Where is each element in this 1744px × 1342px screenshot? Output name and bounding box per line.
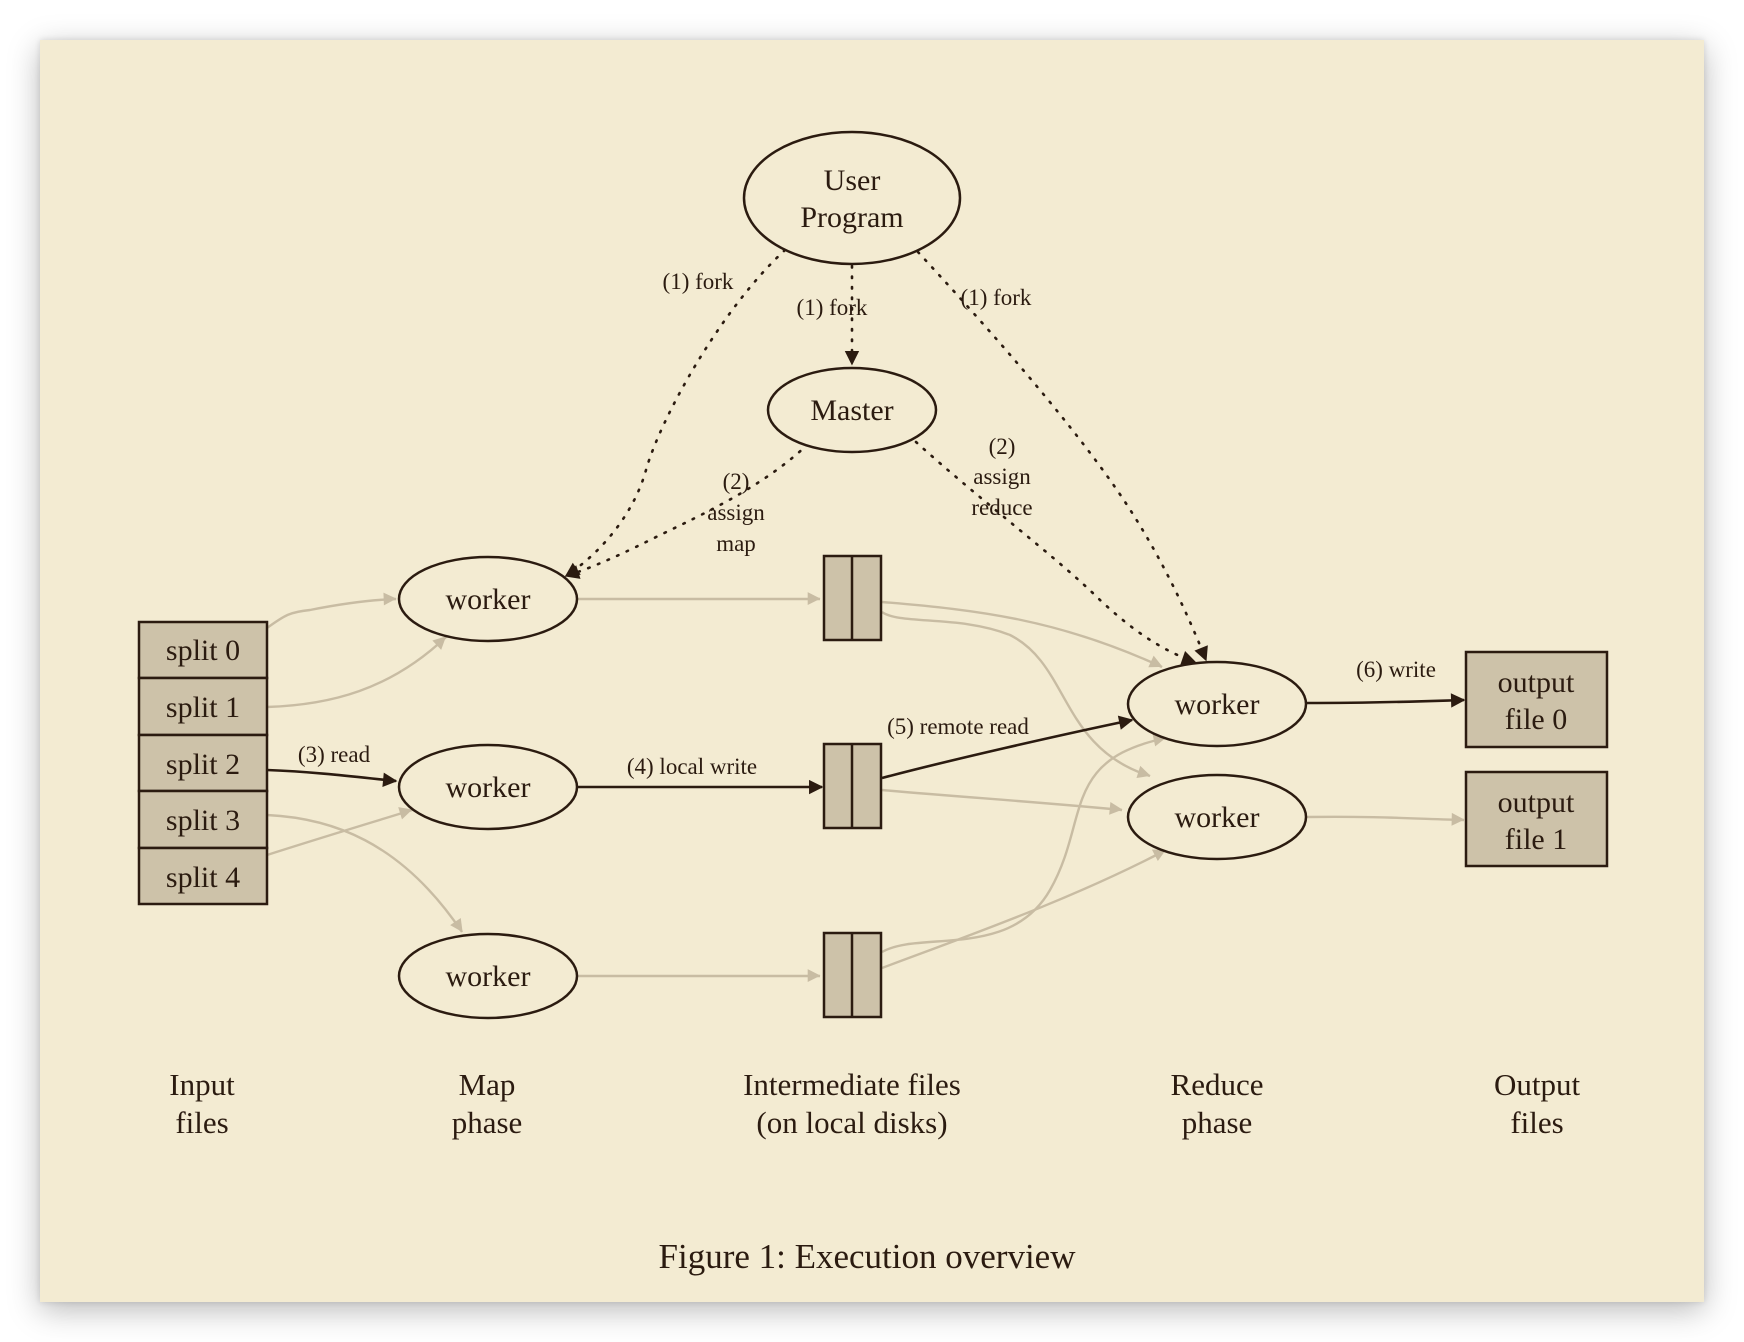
reduce-worker-2: worker xyxy=(1126,773,1308,861)
edge-file1-reduce2 xyxy=(881,610,1151,779)
label-assign-reduce-2: assign xyxy=(973,464,1031,489)
master-node: Master xyxy=(766,366,938,454)
map-worker-2-label: worker xyxy=(446,771,531,804)
output-file-0-line1: output xyxy=(1498,666,1575,699)
edge-split0-worker1 xyxy=(266,592,397,629)
output-file-0: output file 0 xyxy=(1464,650,1609,749)
label-read: (3) read xyxy=(298,742,371,767)
user-program-line1: User xyxy=(824,164,881,197)
split-label-3: split 3 xyxy=(166,804,240,837)
edge-file2-reduce1 xyxy=(881,715,1134,780)
map-worker-1: worker xyxy=(397,555,579,643)
label-fork-center: (1) fork xyxy=(797,295,868,320)
output-file-1: output file 1 xyxy=(1464,770,1609,868)
map-worker-3: worker xyxy=(397,932,579,1020)
figure-caption: Figure 1: Execution overview xyxy=(659,1237,1077,1276)
input-splits: split 0 split 1 split 2 split 3 split 4 xyxy=(137,620,269,906)
edge-master-reduceworker-assign xyxy=(914,440,1197,665)
label-fork-right: (1) fork xyxy=(961,285,1032,310)
phase-intermediate-line1: Intermediate files xyxy=(743,1067,961,1102)
user-program-line2: Program xyxy=(800,201,903,234)
phase-input-line2: files xyxy=(175,1105,228,1140)
map-worker-1-label: worker xyxy=(446,583,531,616)
split-label-4: split 4 xyxy=(166,861,240,894)
edge-split1-worker1 xyxy=(266,636,447,709)
user-program-node: User Program xyxy=(742,130,962,266)
edge-file3-reduce2 xyxy=(881,848,1167,970)
map-worker-3-label: worker xyxy=(446,960,531,993)
edge-master-mapworker-assign xyxy=(564,442,810,579)
phase-map-line2: phase xyxy=(452,1105,523,1140)
output-file-1-line2: file 1 xyxy=(1505,823,1567,856)
output-file-0-line2: file 0 xyxy=(1505,703,1567,736)
edge-split4-worker2 xyxy=(266,807,413,857)
reduce-worker-1-label: worker xyxy=(1175,688,1260,721)
phase-intermediate-line2: (on local disks) xyxy=(756,1105,947,1140)
split-box-1 xyxy=(137,676,269,737)
edge-user-mapworker-fork xyxy=(564,248,787,578)
label-assign-map-1: (2) xyxy=(723,469,750,494)
edge-file1-reduce1 xyxy=(881,600,1163,669)
phase-reduce-line1: Reduce xyxy=(1171,1067,1264,1102)
edge-file3-reduce1 xyxy=(881,733,1167,954)
label-local-write: (4) local write xyxy=(627,754,757,779)
reduce-worker-1: worker xyxy=(1126,660,1308,748)
edge-reduce2-output1 xyxy=(1305,812,1465,826)
phase-reduce-line2: phase xyxy=(1182,1105,1253,1140)
phase-map-line1: Map xyxy=(459,1067,516,1102)
master-label: Master xyxy=(810,394,893,427)
label-assign-reduce-3: reduce xyxy=(971,495,1032,520)
output-file-1-line1: output xyxy=(1498,786,1575,819)
edge-split3-worker3 xyxy=(266,813,463,933)
edge-reduce1-output0 xyxy=(1306,693,1466,708)
label-assign-map-3: map xyxy=(716,531,756,556)
split-box-0 xyxy=(137,620,269,680)
phase-input-line1: Input xyxy=(169,1067,235,1102)
intermediate-file-3 xyxy=(822,931,883,1019)
label-remote-read: (5) remote read xyxy=(887,714,1029,739)
intermediate-file-2 xyxy=(822,742,883,830)
split-box-4 xyxy=(137,846,269,906)
phase-output-line2: files xyxy=(1510,1105,1563,1140)
label-write: (6) write xyxy=(1356,657,1436,682)
label-assign-map-2: assign xyxy=(707,500,765,525)
split-box-3 xyxy=(137,789,269,850)
edge-file2-reduce2 xyxy=(881,788,1123,815)
edge-user-reduceworker-fork xyxy=(916,250,1208,662)
phase-labels: Input files Map phase Intermediate files… xyxy=(169,1067,1580,1140)
label-fork-left: (1) fork xyxy=(663,269,734,294)
split-label-0: split 0 xyxy=(166,634,240,667)
edge-split2-worker2 xyxy=(266,768,398,787)
reduce-worker-2-label: worker xyxy=(1175,801,1260,834)
label-assign-reduce-1: (2) xyxy=(989,434,1016,459)
split-label-2: split 2 xyxy=(166,748,240,781)
map-worker-2: worker xyxy=(397,743,579,831)
intermediate-file-1 xyxy=(822,554,883,642)
split-label-1: split 1 xyxy=(166,691,240,724)
phase-output-line1: Output xyxy=(1494,1067,1581,1102)
